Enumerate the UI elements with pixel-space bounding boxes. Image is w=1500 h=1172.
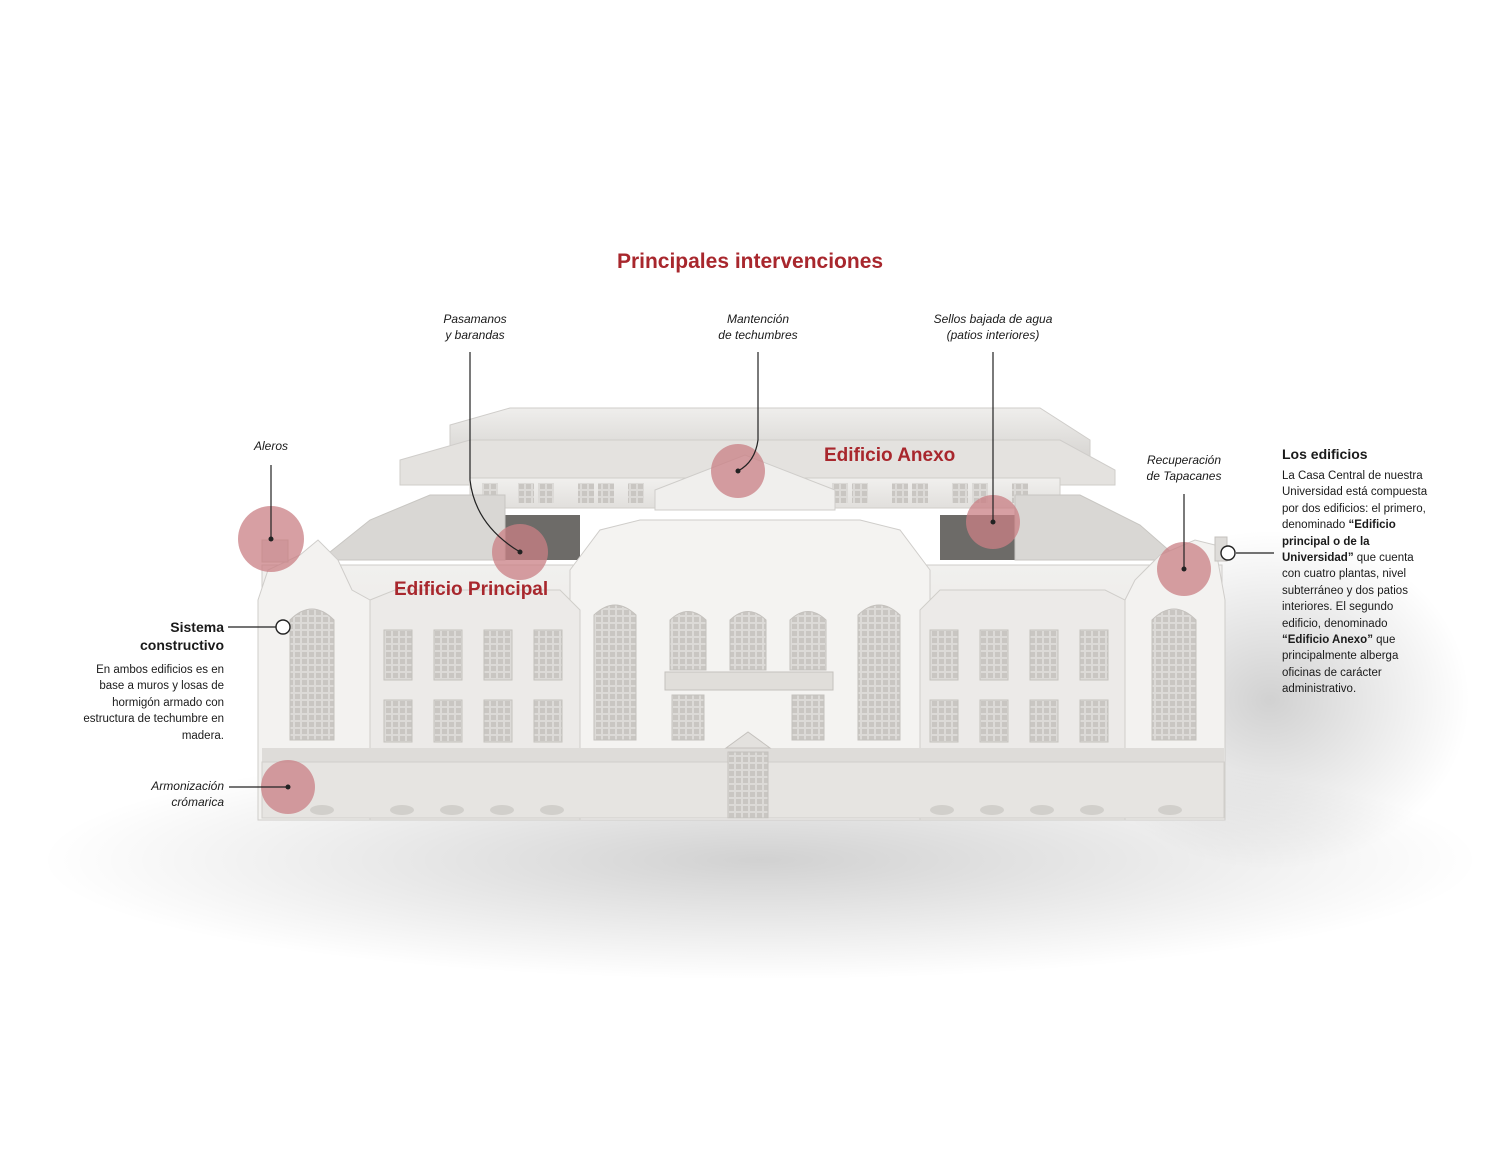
construction-text: En ambos edificios es en base a muros y … bbox=[83, 664, 224, 742]
callout-aleros-line1: Aleros bbox=[253, 439, 288, 453]
buildings-text-bold1: “Edificio principal o de la Universidad” bbox=[1282, 519, 1396, 565]
construction-heading-line1: Sistema bbox=[170, 619, 224, 635]
callout-mantencion-line1: Mantención bbox=[726, 312, 790, 326]
callout-pasamanos-line1: Pasamanos bbox=[443, 312, 507, 326]
callout-armonizacion: Armonización crómarica bbox=[104, 778, 224, 810]
leader-dot-sellos bbox=[990, 519, 996, 525]
annex-windows bbox=[482, 483, 1028, 503]
callout-sellos-line2: (patios interiores) bbox=[946, 328, 1040, 342]
markers bbox=[238, 444, 1211, 814]
callout-mantencion-line2: de techumbres bbox=[718, 328, 798, 342]
main-roof-right bbox=[1014, 494, 1182, 561]
callout-mantencion: Mantención de techumbres bbox=[698, 311, 818, 343]
buildings-description: Los edificios La Casa Central de nuestra… bbox=[1282, 446, 1432, 698]
leader-dot-mantencion bbox=[735, 468, 741, 474]
leader-dot-armonizacion bbox=[285, 784, 291, 790]
callout-armonizacion-line2: crómarica bbox=[171, 795, 224, 809]
entrance-pediment bbox=[724, 731, 772, 749]
main-building bbox=[257, 519, 1228, 821]
diagram-title: Principales intervenciones bbox=[616, 250, 884, 273]
leader-lines bbox=[228, 352, 1274, 788]
leader-mantencion bbox=[737, 352, 759, 472]
leader-dot-recuperacion bbox=[1181, 566, 1187, 572]
buildings-text-part2: que cuenta con cuatro plantas, nivel sub… bbox=[1282, 552, 1414, 630]
leader-dots bbox=[268, 468, 1187, 790]
leader-pasamanos bbox=[469, 352, 521, 553]
facade-rect-windows bbox=[383, 629, 1109, 743]
label-edificio-anexo: Edificio Anexo bbox=[824, 445, 956, 466]
construction-heading-line2: constructivo bbox=[139, 637, 224, 653]
callout-sellos: Sellos bajada de agua (patios interiores… bbox=[918, 311, 1068, 343]
main-roof-left bbox=[318, 494, 506, 561]
buildings-text: La Casa Central de nuestra Universidad e… bbox=[1282, 468, 1432, 698]
facade-windows bbox=[289, 604, 1197, 741]
callout-pasamanos: Pasamanos y barandas bbox=[415, 311, 535, 343]
callout-aleros: Aleros bbox=[231, 438, 311, 454]
buildings-text-part3: que principalmente alberga oficinas de c… bbox=[1282, 634, 1399, 696]
balcony bbox=[664, 671, 834, 691]
entrance-door bbox=[727, 751, 769, 819]
callout-recuperacion-line1: Recuperación bbox=[1146, 453, 1222, 467]
buildings-text-bold2: “Edificio Anexo” bbox=[1282, 634, 1373, 647]
callout-recuperacion: Recuperación de Tapacanes bbox=[1124, 452, 1244, 484]
construction-system: Sistema constructivo En ambos edificios … bbox=[78, 618, 224, 744]
ring-pointer-icon bbox=[275, 619, 291, 635]
callout-pasamanos-line2: y barandas bbox=[445, 328, 505, 342]
callout-sellos-line1: Sellos bajada de agua bbox=[933, 312, 1053, 326]
callout-recuperacion-line2: de Tapacanes bbox=[1146, 469, 1222, 483]
leader-dot-pasamanos bbox=[517, 549, 523, 555]
construction-heading: Sistema constructivo bbox=[78, 618, 224, 654]
buildings-heading: Los edificios bbox=[1282, 446, 1368, 462]
callout-armonizacion-line1: Armonización bbox=[151, 779, 224, 793]
buildings-text-part1: La Casa Central de nuestra Universidad e… bbox=[1282, 470, 1428, 532]
ring-pointer-icon bbox=[1220, 545, 1236, 561]
leader-dot-aleros bbox=[268, 536, 274, 542]
basement-windows bbox=[310, 805, 1182, 815]
label-edificio-principal: Edificio Principal bbox=[394, 579, 549, 600]
